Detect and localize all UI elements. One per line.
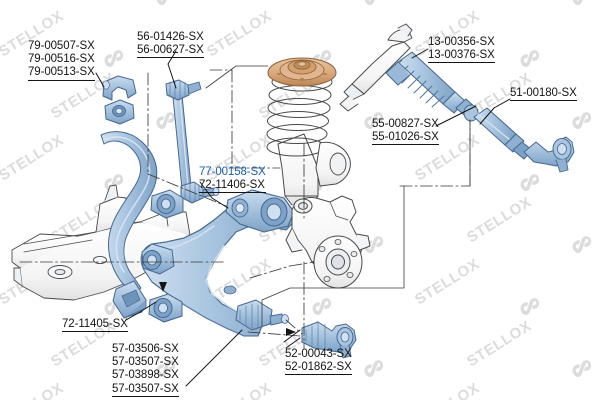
part-number: 77-00158-SX (199, 166, 266, 178)
part-number: 79-00513-SX (28, 66, 95, 81)
part-number: 52-00043-SX (285, 348, 352, 360)
part-number: 57-03898-SX (112, 369, 179, 382)
part-number: 13-00376-SX (428, 49, 495, 64)
outer-tie-rod-end (523, 136, 575, 173)
subframe-bushing-upper (150, 189, 184, 219)
part-number: 55-00827-SX (372, 118, 439, 130)
part-number: 79-00507-SX (28, 40, 95, 52)
stabilizer-bracket (102, 75, 137, 101)
label-51-00180[interactable]: 51-00180-SX (510, 87, 577, 102)
part-number: 72-11406-SX (199, 179, 266, 194)
stabilizer-bushing (104, 99, 135, 125)
part-number: 51-00180-SX (510, 87, 577, 102)
leader-lines (95, 48, 511, 387)
part-number: 55-01026-SX (372, 131, 439, 146)
part-number: 56-00627-SX (137, 44, 204, 59)
control-arm-rear-bushing (148, 293, 183, 323)
lower-ball-joint (301, 321, 357, 359)
part-number: 57-03507-SX (112, 356, 179, 369)
assembly-arrows (159, 282, 296, 336)
anti-roll-bar (100, 131, 158, 319)
label-72-11405[interactable]: 72-11405-SX (62, 318, 128, 333)
part-number: 57-03506-SX (112, 343, 179, 355)
wheel-hub-flange (313, 235, 363, 289)
construction-lines (205, 65, 471, 327)
strut-and-coil-spring (266, 57, 351, 213)
part-number: 56-01426-SX (137, 31, 204, 43)
part-number: 79-00516-SX (28, 53, 95, 66)
inner-tie-rod (455, 98, 533, 160)
steering-rack (339, 23, 413, 112)
lower-control-arm (140, 189, 295, 337)
part-number: 57-03507-SX (112, 383, 179, 397)
control-arm-front-bushing (225, 189, 295, 233)
part-number: 72-11405-SX (62, 318, 128, 333)
steering-rack-bellows-boot (385, 51, 466, 114)
control-arm-balljoint-seat (235, 299, 289, 331)
part-number: 52-01862-SX (285, 361, 352, 376)
part-number: 13-00356-SX (428, 36, 495, 48)
